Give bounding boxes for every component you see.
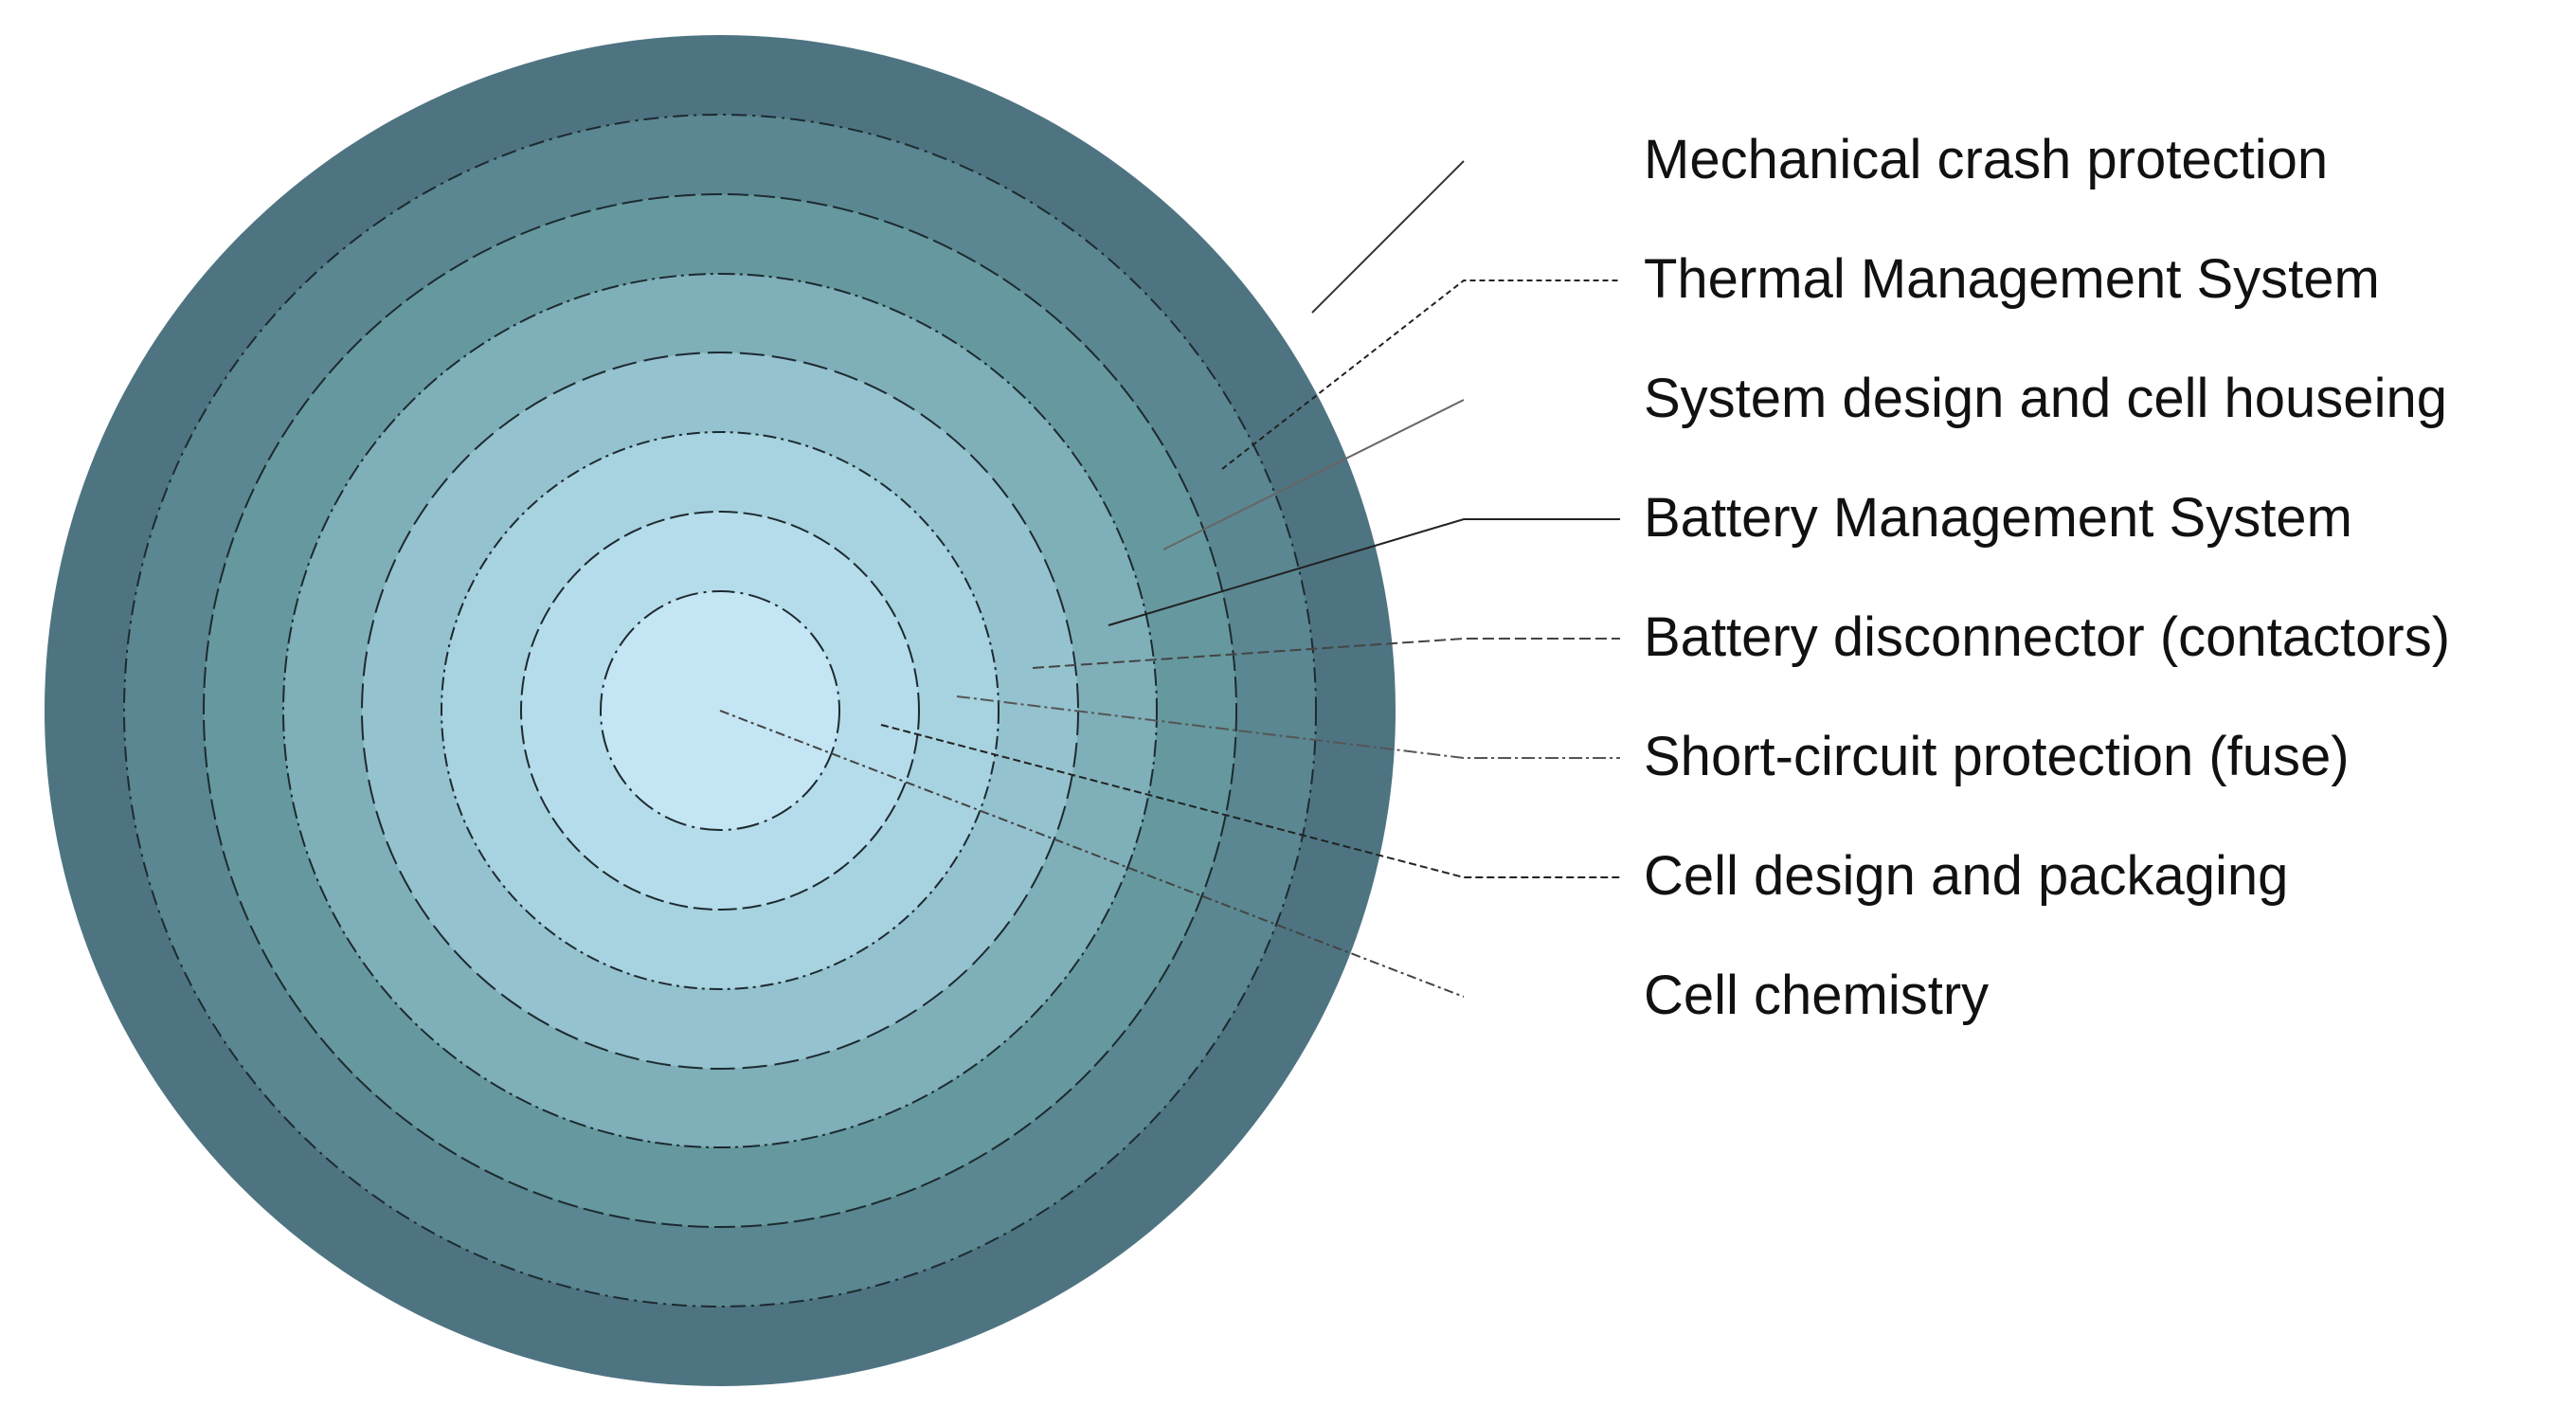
leader-lines [719, 160, 1620, 998]
label-short-circuit-protection: Short-circuit protection (fuse) [1644, 726, 2350, 787]
layer-labels: Mechanical crash protection Thermal Mana… [1644, 129, 2450, 1026]
label-battery-disconnector: Battery disconnector (contactors) [1644, 606, 2450, 668]
label-thermal-management-system: Thermal Management System [1644, 248, 2380, 310]
label-cell-chemistry: Cell chemistry [1644, 965, 1989, 1026]
leader-line-thermal-management-system [1221, 280, 1620, 470]
leader-line-battery-management-system [1108, 518, 1620, 626]
leader-line-short-circuit-protection [956, 695, 1620, 759]
label-mechanical-crash-protection: Mechanical crash protection [1644, 129, 2328, 190]
leader-line-battery-disconnector [1032, 638, 1620, 669]
leader-line-system-design-cell-housing [1162, 399, 1465, 550]
leader-line-mechanical-crash-protection [1311, 160, 1465, 314]
leader-line-cell-design-packaging [880, 724, 1620, 878]
leader-line-cell-chemistry [719, 710, 1465, 998]
label-system-design-cell-housing: System design and cell houseing [1644, 368, 2447, 429]
label-battery-management-system: Battery Management System [1644, 487, 2352, 549]
label-cell-design-packaging: Cell design and packaging [1644, 845, 2288, 907]
